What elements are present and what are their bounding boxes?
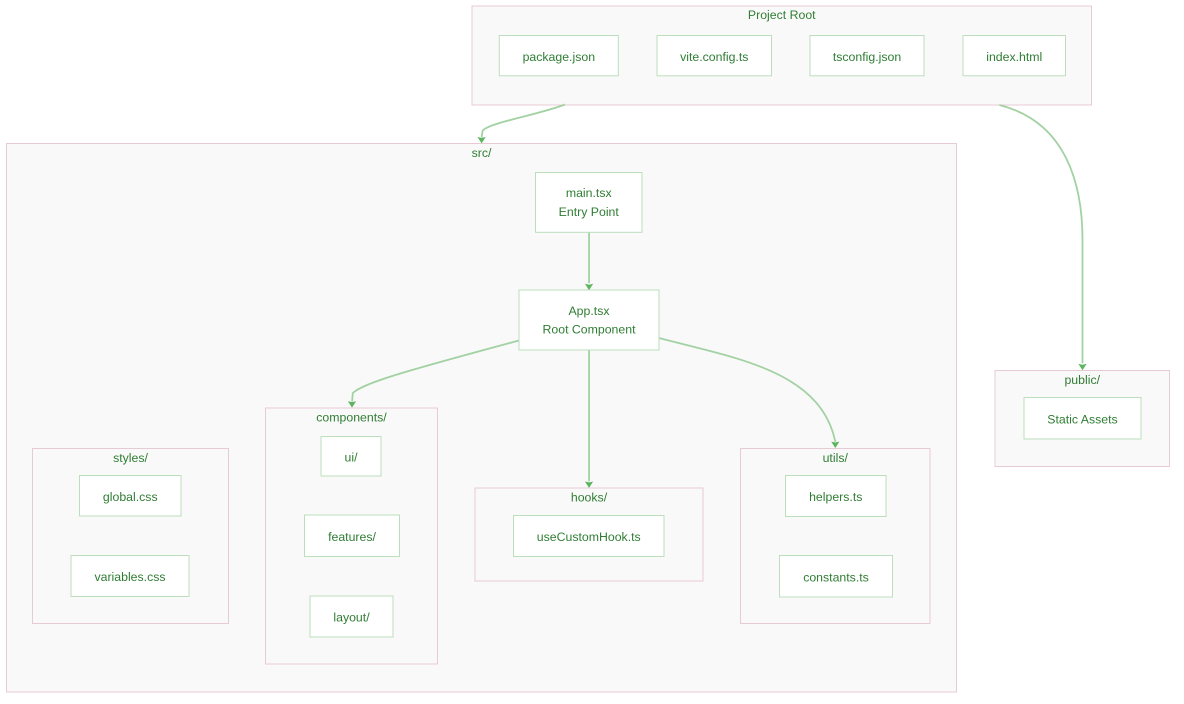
svg-text:public/: public/	[1064, 373, 1100, 387]
svg-text:Project Root: Project Root	[748, 8, 816, 22]
svg-text:variables.css: variables.css	[94, 570, 165, 584]
svg-text:main.tsx: main.tsx	[566, 186, 613, 200]
svg-text:tsconfig.json: tsconfig.json	[833, 50, 902, 64]
svg-text:utils/: utils/	[823, 451, 849, 465]
svg-text:vite.config.ts: vite.config.ts	[680, 50, 748, 64]
svg-text:ui/: ui/	[345, 450, 359, 464]
svg-text:Root Component: Root Component	[543, 323, 637, 337]
svg-text:hooks/: hooks/	[571, 490, 608, 504]
svg-text:helpers.ts: helpers.ts	[809, 490, 862, 504]
svg-text:package.json: package.json	[523, 50, 596, 64]
svg-text:App.tsx: App.tsx	[568, 304, 610, 318]
svg-text:constants.ts: constants.ts	[803, 570, 869, 584]
svg-text:src/: src/	[472, 146, 492, 160]
svg-text:features/: features/	[328, 530, 376, 544]
svg-text:Entry Point: Entry Point	[559, 205, 620, 219]
svg-text:global.css: global.css	[103, 490, 158, 504]
svg-text:useCustomHook.ts: useCustomHook.ts	[537, 530, 641, 544]
svg-text:components/: components/	[316, 410, 387, 424]
svg-text:Static Assets: Static Assets	[1047, 412, 1117, 426]
svg-text:layout/: layout/	[333, 611, 370, 625]
svg-text:index.html: index.html	[986, 50, 1042, 64]
svg-text:styles/: styles/	[113, 451, 148, 465]
